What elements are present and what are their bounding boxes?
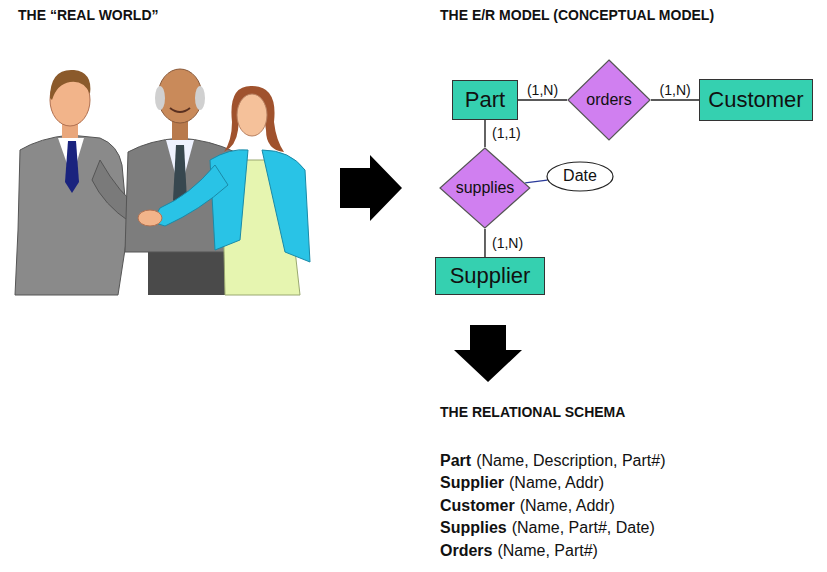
node-text: supplies (456, 179, 515, 197)
legs (148, 248, 232, 295)
right-arrow (340, 155, 402, 221)
node-text: Date (563, 167, 597, 185)
entity-box: Part (452, 80, 518, 120)
node-text: Customer (708, 87, 803, 112)
table-columns: (Name, Addr) (520, 496, 615, 515)
jacket (262, 150, 310, 262)
table-name: Supplier (440, 473, 504, 492)
smile (170, 108, 190, 112)
diamond-shape (440, 148, 530, 228)
entity-box: Customer (699, 79, 812, 121)
node-text: orders (586, 91, 631, 109)
section-heading: THE E/R MODEL (CONCEPTUAL MODEL) (440, 7, 714, 24)
connector-line (651, 99, 699, 100)
suit (15, 135, 128, 295)
cardinality-label: (1,N) (525, 82, 560, 98)
head (237, 94, 267, 136)
hair (224, 86, 284, 152)
table-columns: (Name, Part#, Date) (512, 518, 655, 537)
down-arrow (454, 325, 522, 382)
cardinality-label: (1,N) (490, 235, 525, 251)
cardinality-label: (1,1) (490, 125, 523, 141)
connector-line (518, 99, 567, 100)
node-text: Supplier (450, 263, 531, 288)
table-name: Supplies (440, 518, 507, 537)
diamond-shape (568, 60, 650, 140)
ellipse-shape (547, 162, 613, 191)
table-name: Orders (440, 541, 492, 560)
node-text: Part (465, 87, 505, 112)
relationship-diamond: supplies (439, 147, 531, 229)
cardinality-label: (1,N) (658, 82, 693, 98)
arm (152, 165, 228, 226)
connector-line (525, 180, 547, 183)
hair (50, 70, 90, 100)
section-heading: THE “REAL WORLD” (18, 7, 159, 24)
tie (65, 141, 79, 193)
handshake (138, 210, 162, 226)
hair (155, 86, 165, 110)
table-columns: (Name, Addr) (509, 473, 604, 492)
entity-box: Supplier (435, 257, 545, 295)
woman (152, 86, 310, 295)
section-heading: THE RELATIONAL SCHEMA (440, 404, 625, 421)
table-name: Customer (440, 496, 515, 515)
table-columns: (Name, Part#) (497, 541, 597, 560)
relationship-diamond: orders (567, 59, 651, 141)
hair (195, 86, 205, 110)
jacket (210, 150, 248, 250)
connector-line (484, 120, 485, 147)
table-columns: (Name, Description, Part#) (476, 451, 665, 470)
attribute-ellipse: Date (546, 161, 614, 192)
table-name: Part (440, 451, 471, 470)
connector-line (484, 229, 485, 257)
